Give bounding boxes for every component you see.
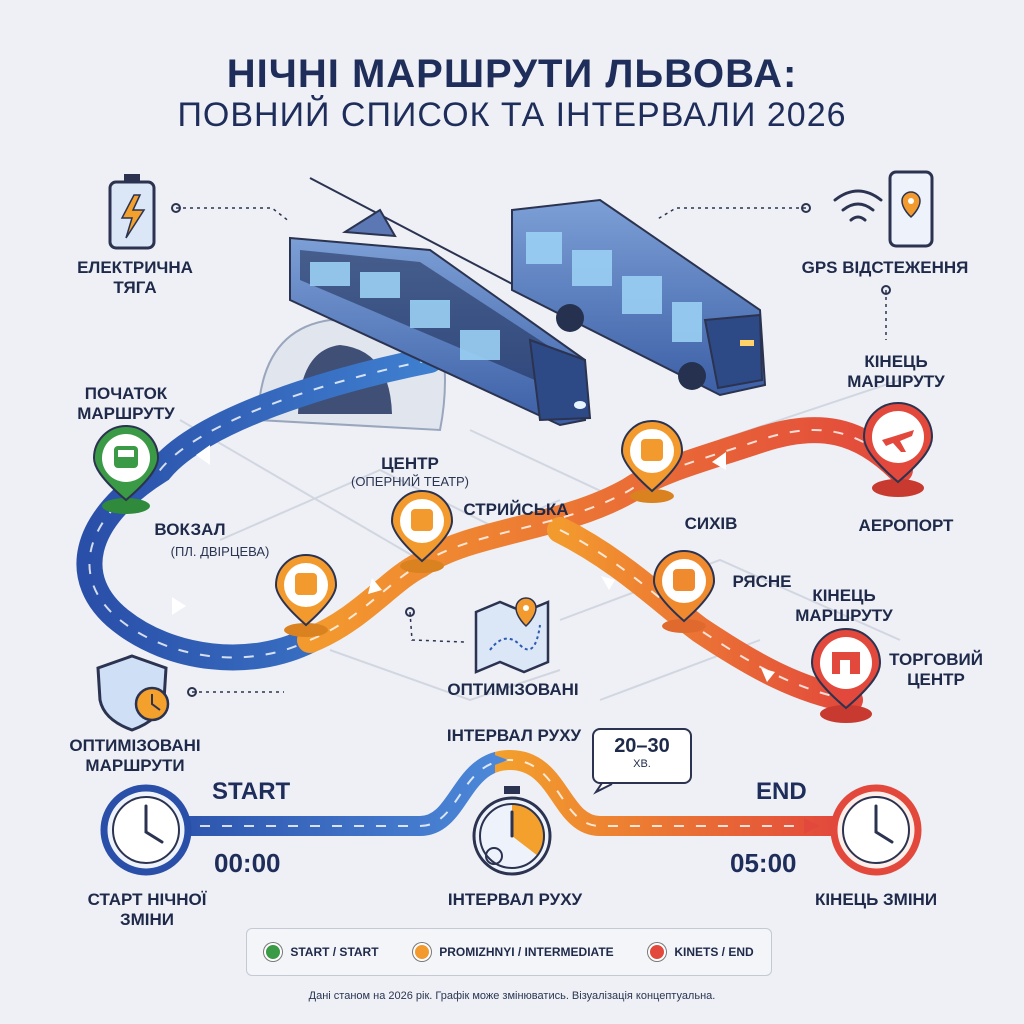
legend-intermediate-text: PROMIZHNYI / INTERMEDIATE <box>439 945 614 959</box>
feature-optimized-routes-label: ОПТИМІЗОВАНІ МАРШРУТИ <box>69 736 201 775</box>
interval-unit: ХВ. <box>633 758 651 770</box>
shift-end-label: КІНЕЦЬ ЗМІНИ <box>814 890 938 909</box>
stop-riasne-label: РЯСНЕ <box>732 572 792 591</box>
legend: START / START PROMIZHNYI / INTERMEDIATE … <box>246 928 772 976</box>
pin-start-vokzal[interactable] <box>92 425 160 514</box>
title-line-1: НІЧНІ МАРШРУТИ ЛЬВОВА: <box>226 52 798 96</box>
pin-intermediate-1[interactable] <box>274 554 338 637</box>
start-word: START <box>212 778 291 805</box>
interval-value: 20–30 <box>614 735 670 757</box>
stop-vokzal-sub: (ПЛ. ДВІРЦЕВА) <box>170 544 270 559</box>
legend-start: START / START <box>264 943 379 961</box>
interval-top-label: ІНТЕРВАЛ РУХУ <box>446 726 582 745</box>
route-arrows <box>172 445 775 682</box>
stop-center-sub: (ОПЕРНИЙ ТЕАТР) <box>350 474 470 489</box>
legend-end-swatch <box>648 943 667 961</box>
legend-intermediate-swatch <box>413 943 432 961</box>
tram-vehicle <box>289 177 601 427</box>
interval-bottom-label: ІНТЕРВАЛ РУХУ <box>447 890 583 909</box>
shield-clock-icon <box>96 654 170 732</box>
legend-start-swatch <box>264 943 283 961</box>
legend-end-text: KINETS / END <box>674 945 754 959</box>
bus-vehicle <box>511 198 767 397</box>
stop-center-label: ЦЕНТР <box>381 454 439 473</box>
stop-mall-label: ТОРГОВИЙ ЦЕНТР <box>889 650 983 689</box>
footer-note: Дані станом на 2026 рік. Графік може змі… <box>308 990 716 1002</box>
stop-route-end-mall-label: КІНЕЦЬ МАРШРУТУ <box>795 586 893 625</box>
start-time: 00:00 <box>214 848 281 878</box>
pin-end-mall[interactable] <box>810 628 882 723</box>
battery-icon <box>108 174 156 250</box>
clock-end-icon <box>830 784 922 876</box>
stop-airport-label: АЕРОПОРТ <box>858 516 954 535</box>
feature-optimized-label: ОПТИМІЗОВАНІ <box>447 680 579 699</box>
stop-vokzal-label: ВОКЗАЛ <box>154 520 226 539</box>
stop-route-start-label: ПОЧАТОК МАРШРУТУ <box>77 384 175 423</box>
stop-sykhiv-label: СИХІВ <box>684 514 738 533</box>
stop-route-end-airport-label: КІНЕЦЬ МАРШРУТУ <box>847 352 945 391</box>
pin-riasne[interactable] <box>652 550 716 633</box>
route-orange-airport <box>297 417 913 653</box>
end-word: END <box>756 778 807 805</box>
feature-gps-label: GPS ВІДСТЕЖЕННЯ <box>801 258 969 277</box>
end-time: 05:00 <box>730 848 797 878</box>
wifi-icon <box>833 189 883 222</box>
title-line-2: ПОВНИЙ СПИСОК ТА ІНТЕРВАЛИ 2026 <box>177 96 847 134</box>
pin-center[interactable] <box>390 490 454 573</box>
feature-electric-label: ЕЛЕКТРИЧНА ТЯГА <box>77 258 193 297</box>
pin-sykhiv[interactable] <box>620 420 684 503</box>
stopwatch-icon <box>472 786 552 876</box>
legend-intermediate: PROMIZHNYI / INTERMEDIATE <box>413 943 614 961</box>
legend-end: KINETS / END <box>648 943 754 961</box>
pin-end-airport[interactable] <box>862 402 934 497</box>
interval-bubble: 20–30 ХВ. <box>592 728 692 784</box>
shift-start-label: СТАРТ НІЧНОЇ ЗМІНИ <box>87 890 207 929</box>
clock-start-icon <box>100 784 192 876</box>
stop-stryiska-label: СТРИЙСЬКА <box>463 500 569 519</box>
legend-start-text: START / START <box>290 945 379 959</box>
smartphone-gps-icon <box>888 170 934 248</box>
map-icon <box>474 597 550 674</box>
